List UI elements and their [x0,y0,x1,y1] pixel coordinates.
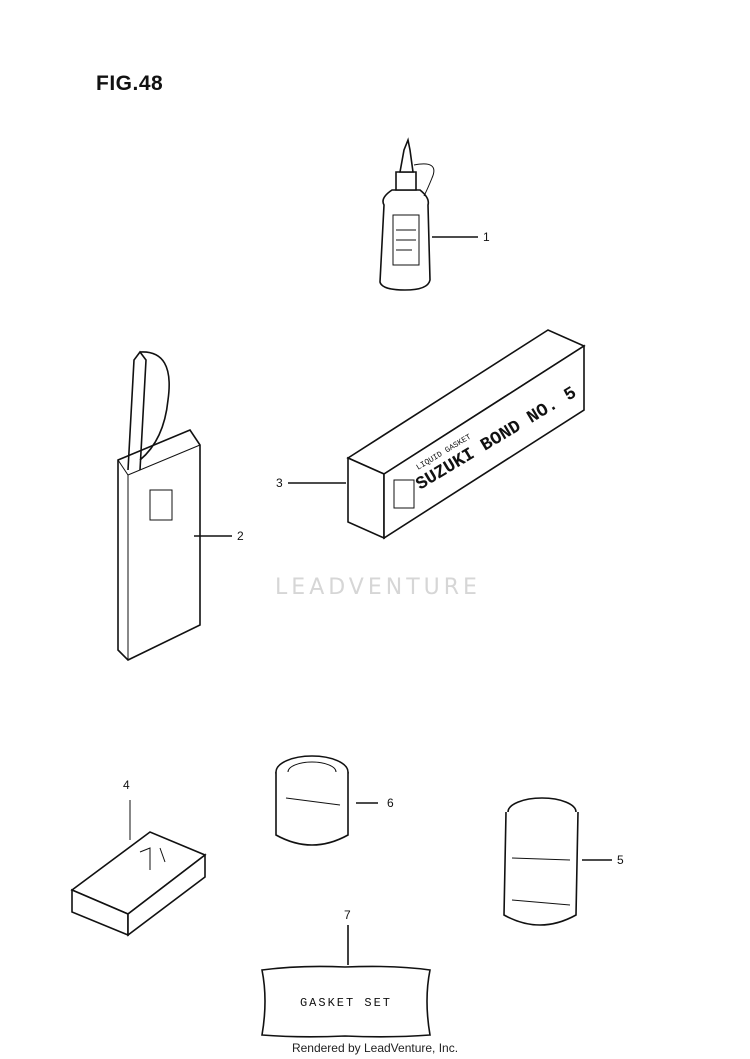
callout-4: 4 [123,778,130,792]
part-2-can [117,350,232,661]
footer-credit: Rendered by LeadVenture, Inc. [291,1041,459,1055]
figure-title: FIG.48 [96,72,164,95]
part-4-package [70,800,207,937]
callout-3: 3 [276,476,283,490]
callout-2: 2 [237,529,244,543]
callout-6: 6 [387,796,394,810]
callout-5: 5 [617,853,624,867]
part-1-bottle [379,137,478,291]
watermark: LEADVENTURE [275,575,481,600]
callout-1: 1 [483,230,490,244]
part-3-box: SUZUKI BOND NO. 5 LIQUID GASKET [288,329,586,540]
part-5-tin [503,797,612,926]
gasket-set-label: GASKET SET [300,996,392,1010]
part-6-tin [275,755,378,846]
part-7-gasket-set: GASKET SET [261,925,431,1038]
callout-7: 7 [344,908,351,922]
